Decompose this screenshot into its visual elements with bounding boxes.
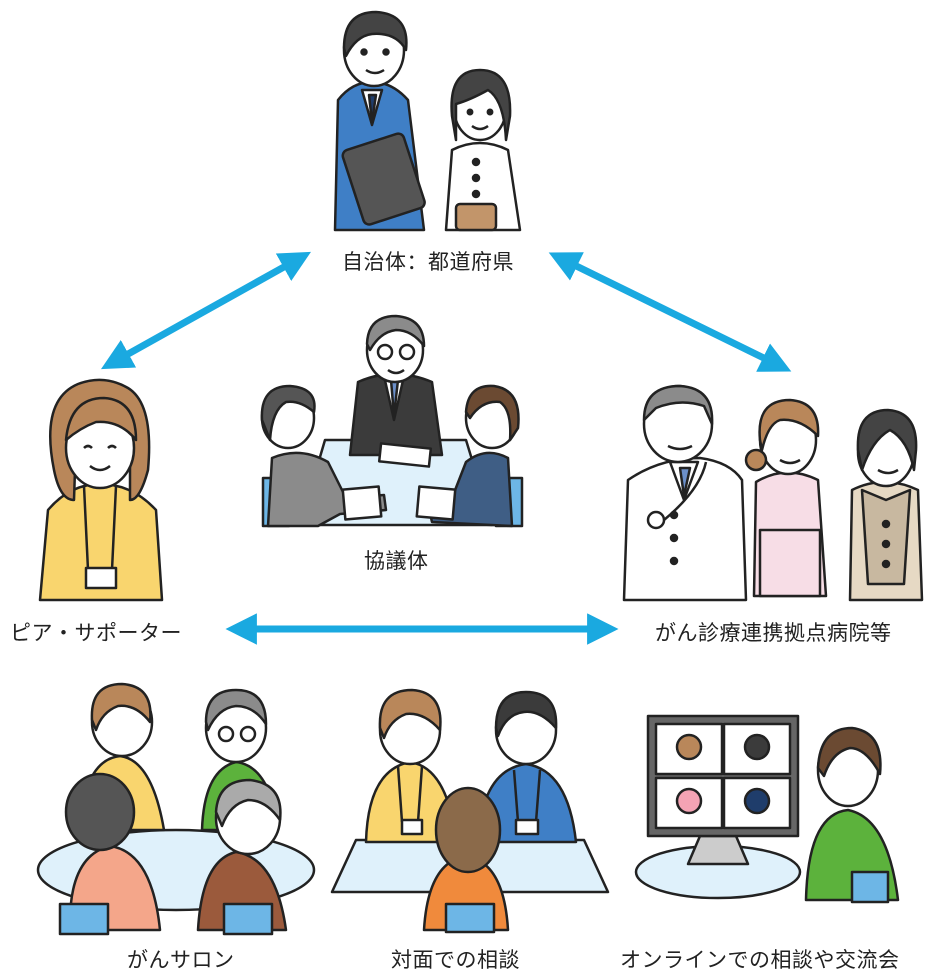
cancer-salon-illustration <box>36 682 316 936</box>
online-label: オンラインでの相談や交流会 <box>620 948 900 972</box>
peer-supporter-illustration <box>38 378 164 602</box>
government-label: 自治体：都道府県 <box>342 250 514 274</box>
face-to-face-consultation-illustration <box>330 688 610 934</box>
government-officials-illustration <box>333 10 522 232</box>
salon-label: がんサロン <box>127 948 235 972</box>
face-to-face-label: 対面での相談 <box>391 948 520 972</box>
arrow-government-hospital <box>548 252 792 372</box>
arrow-government-peer <box>100 251 312 370</box>
online-consultation-illustration <box>634 714 900 904</box>
council-meeting-illustration <box>260 314 524 528</box>
council-label: 協議体 <box>364 549 429 573</box>
hospital-label: がん診療連携拠点病院等 <box>655 621 892 645</box>
hospital-staff-illustration <box>622 384 924 602</box>
peer-supporter-label: ピア・サポーター <box>10 621 182 645</box>
